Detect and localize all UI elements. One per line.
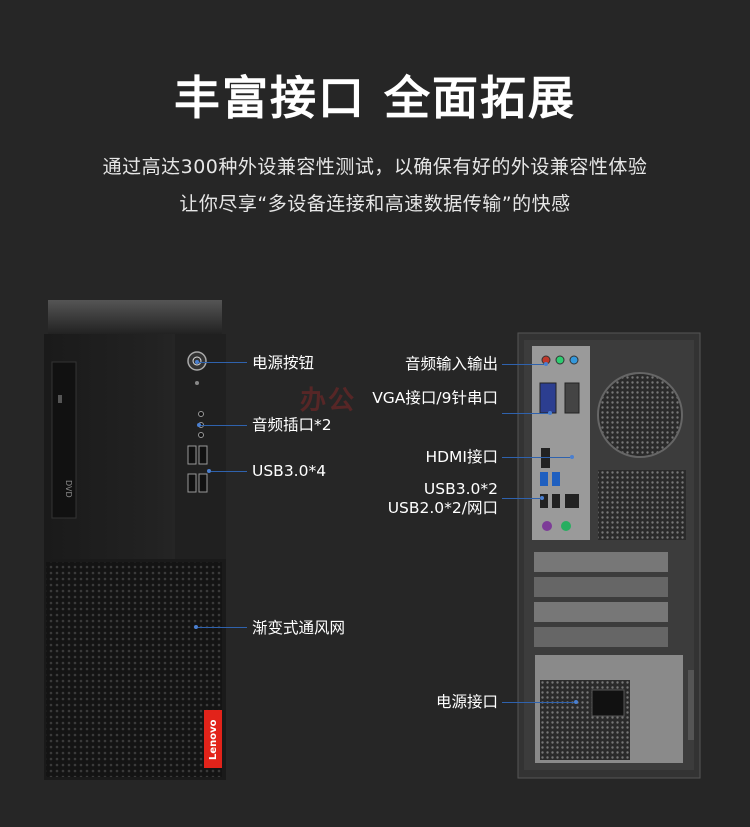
callout-line — [502, 364, 544, 365]
label-vent: 渐变式通风网 — [252, 619, 346, 637]
callout-dot — [544, 362, 548, 366]
callout-dot — [570, 455, 574, 459]
callout-dot — [197, 423, 201, 427]
subtitle-line-1: 通过高达300种外设兼容性测试，以确保有好的外设兼容性体验 — [102, 156, 648, 178]
label-audio-io: 音频输入输出 — [404, 355, 498, 373]
callout-line — [502, 413, 548, 414]
label-vga-serial: VGA接口/9针串口 — [372, 389, 498, 407]
label-usb20-lan: USB2.0*2/网口 — [387, 499, 498, 517]
callout-line — [199, 362, 247, 363]
callout-dot — [207, 469, 211, 473]
label-usb30-rear: USB3.0*2 — [423, 480, 498, 498]
label-audio-jacks: 音频插口*2 — [252, 416, 332, 434]
callout-dot — [574, 700, 578, 704]
label-hdmi: HDMI接口 — [425, 448, 498, 466]
callout-dot — [540, 496, 544, 500]
callout-line — [502, 457, 570, 458]
page-title: 丰富接口 全面拓展 — [173, 71, 576, 125]
callout-line — [211, 471, 247, 472]
callout-line — [201, 425, 247, 426]
callout-line — [198, 627, 247, 628]
callout-dot — [194, 625, 198, 629]
label-power-port: 电源接口 — [435, 693, 498, 711]
label-power-button: 电源按钮 — [252, 354, 315, 372]
callout-dot — [195, 360, 199, 364]
watermark: 办公 — [300, 386, 357, 416]
lenovo-logo: Lenovo — [208, 719, 219, 760]
callout-line — [502, 702, 574, 703]
label-usb30-front: USB3.0*4 — [252, 462, 327, 480]
subtitle-line-2: 让你尽享“多设备连接和高速数据传输”的快感 — [179, 193, 571, 215]
svg-text:DVD: DVD — [64, 480, 73, 498]
callout-dot — [548, 411, 552, 415]
callout-line — [502, 498, 540, 499]
